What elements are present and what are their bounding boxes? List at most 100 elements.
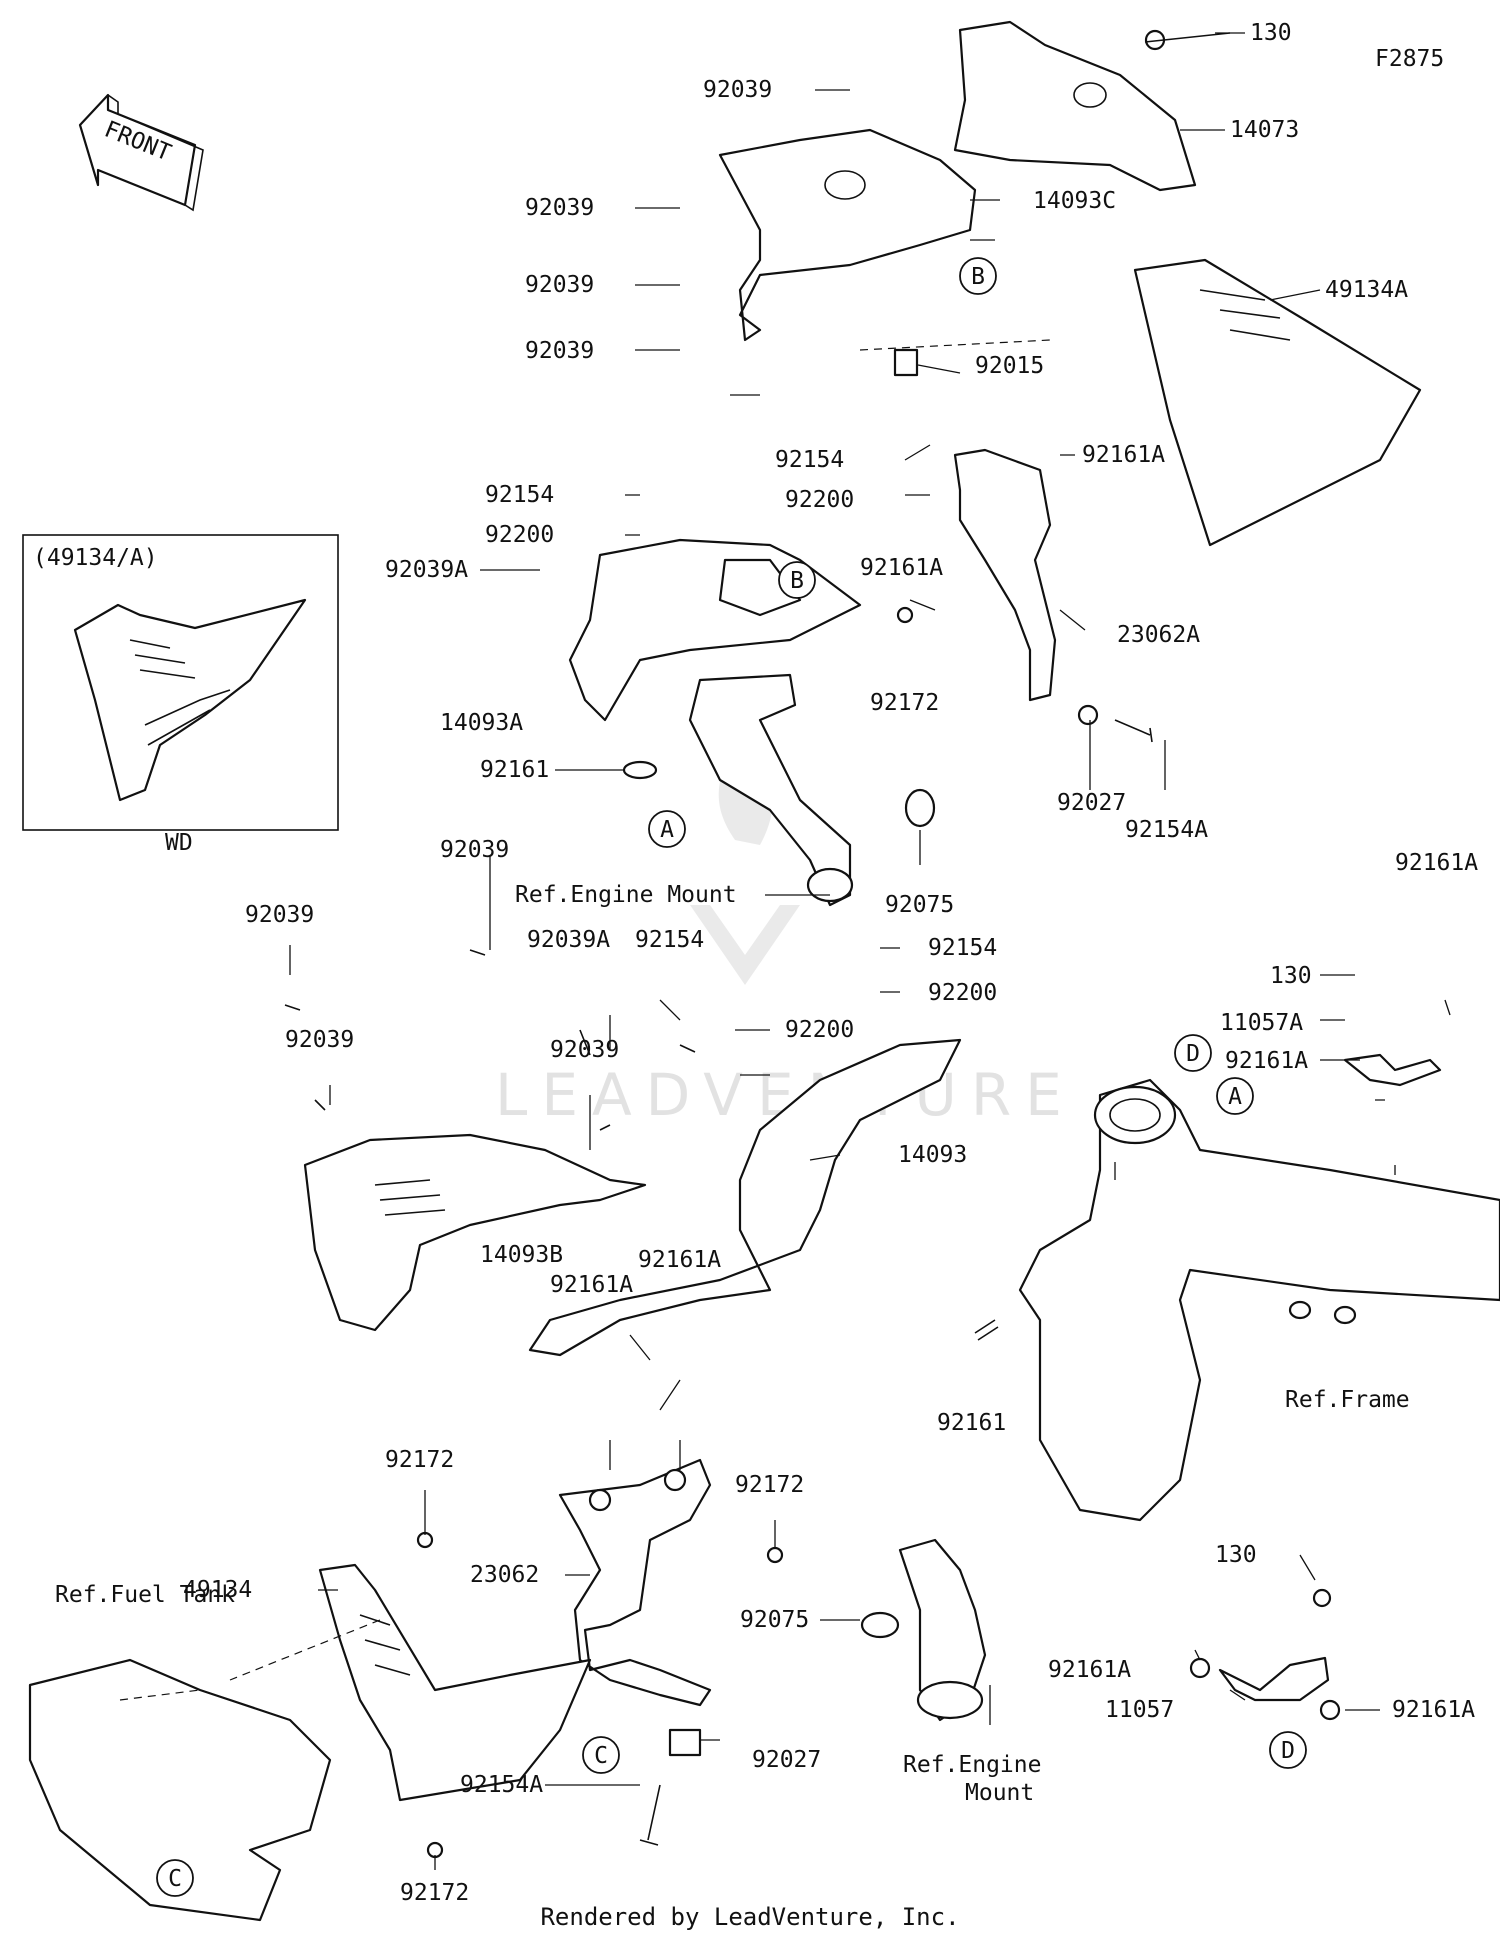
part-23062A [953, 448, 1057, 702]
label-14093C: 14093C [1033, 188, 1116, 214]
label-14093: 14093 [898, 1142, 967, 1168]
leads-mid [289, 855, 1396, 1180]
callouts: B B A A D D C C [156, 257, 1307, 1897]
label-11057A: 11057A [1220, 1010, 1303, 1036]
label-92039-e: 92039 [440, 837, 509, 863]
part-11057 [1218, 1656, 1330, 1702]
label-ref-fuel-tank: Ref.Fuel Tank [55, 1582, 235, 1608]
label-92039-f: 92039 [245, 902, 314, 928]
label-92200-d: 92200 [928, 980, 997, 1006]
part-engine-mount-lower [898, 1538, 987, 1722]
label-92161A-h: 92161A [1392, 1697, 1475, 1723]
label-92039A-b: 92039A [527, 927, 610, 953]
part-92027-lower [668, 1728, 702, 1757]
ref-frame-boss-2 [1333, 1305, 1357, 1325]
diagram-code: F2875 [1375, 46, 1444, 72]
label-92172-a: 92172 [870, 690, 939, 716]
label-49134: 49134 [183, 1577, 252, 1603]
label-92154-b: 92154 [775, 447, 844, 473]
label-ref-engine-mount-a: Ref.Engine Mount [515, 882, 737, 908]
callout-a-2-text: A [1228, 1084, 1242, 1110]
part-engine-mount-upper [688, 673, 852, 907]
callout-a-1-text: A [660, 817, 674, 843]
lead-130-top [1144, 32, 1231, 43]
part-14073 [953, 20, 1197, 192]
part-92161A-h [1319, 1699, 1341, 1721]
footer-credit: Rendered by LeadVenture, Inc. [540, 1903, 959, 1931]
part-engine-mount-upper-bush [806, 867, 854, 903]
part-92075-lower [860, 1611, 900, 1639]
part-engine-mount-lower-bush [916, 1680, 984, 1720]
part-92075-upper [904, 788, 936, 828]
front-arrow: FRONT [78, 93, 204, 212]
ref-fuel-tank-part [28, 1658, 332, 1922]
ref-frame-head-tube-inner [1109, 1098, 1161, 1132]
label-92039-b: 92039 [525, 195, 594, 221]
label-92154-d: 92154 [928, 935, 997, 961]
callout-a-1 [648, 810, 686, 848]
label-92039-c: 92039 [525, 272, 594, 298]
ref-frame-head-tube [1093, 1085, 1177, 1145]
watermark-v-icon [690, 905, 800, 985]
label-92039-h: 92039 [550, 1037, 619, 1063]
label-92154-c: 92154 [635, 927, 704, 953]
part-14073-hole [1073, 82, 1107, 108]
part-92172-d [426, 1841, 444, 1859]
dashed-guides [119, 339, 1051, 1701]
label-92161A-a: 92161A [1082, 442, 1165, 468]
part-23062 [558, 1458, 712, 1707]
callout-c-2-text: C [168, 1866, 182, 1892]
label-92161A-b: 92161A [860, 555, 943, 581]
callout-c-1 [582, 1736, 620, 1774]
label-92154A-b: 92154A [460, 1772, 543, 1798]
part-92161A-g [1189, 1657, 1211, 1679]
label-92200-a: 92200 [485, 522, 554, 548]
label-92161-b: 92161 [937, 1410, 1006, 1436]
label-92161A-g: 92161A [1048, 1657, 1131, 1683]
part-92161A-c [588, 1488, 612, 1512]
label-92172-d: 92172 [400, 1880, 469, 1906]
leads-right [609, 974, 1451, 1470]
callout-d-2-text: D [1281, 1738, 1295, 1764]
label-92200-b: 92200 [785, 487, 854, 513]
label-11057: 11057 [1105, 1697, 1174, 1723]
label-92075-b: 92075 [740, 1607, 809, 1633]
label-49134A: 49134A [1325, 277, 1408, 303]
part-92154A-lower [639, 1784, 661, 1846]
part-92161-lower [974, 1319, 999, 1341]
label-92039A-a: 92039A [385, 557, 468, 583]
label-14093A: 14093A [440, 710, 523, 736]
part-92027-upper [1077, 704, 1099, 726]
part-49134-detail [359, 1614, 411, 1676]
inset-caption: WD [165, 830, 193, 856]
mid-parts [28, 949, 1500, 1922]
callout-c-1-text: C [594, 1743, 608, 1769]
part-130-low [1312, 1588, 1332, 1608]
ref-frame-part [1018, 1078, 1500, 1522]
part-14093B-grille [374, 1179, 446, 1216]
callout-d-1 [1174, 1034, 1212, 1072]
part-92015 [893, 348, 919, 377]
label-92039-a: 92039 [703, 77, 772, 103]
leads-top-mid [480, 454, 1166, 896]
label-14093B: 14093B [480, 1242, 563, 1268]
leads-bottom [318, 1490, 1380, 1870]
part-14093B [303, 1133, 647, 1332]
label-92161A-e: 92161A [1395, 850, 1478, 876]
part-14093C-hole [824, 170, 866, 200]
label-92027-a: 92027 [1057, 790, 1126, 816]
front-arrow-icon [78, 93, 197, 207]
callout-b-1 [959, 257, 997, 295]
part-49134 [318, 1563, 592, 1802]
label-ref-engine-mount-b1: Ref.Engine [903, 1752, 1041, 1778]
parts-92039-mid [284, 949, 696, 1131]
label-92027-b: 92027 [752, 1747, 821, 1773]
part-49134A-detail [1199, 289, 1291, 341]
callout-a-2 [1216, 1077, 1254, 1115]
label-92015: 92015 [975, 353, 1044, 379]
callout-d-1-text: D [1186, 1041, 1200, 1067]
part-92161-grommet [622, 760, 658, 780]
part-49134A [1133, 258, 1422, 547]
label-23062A: 23062A [1117, 622, 1200, 648]
